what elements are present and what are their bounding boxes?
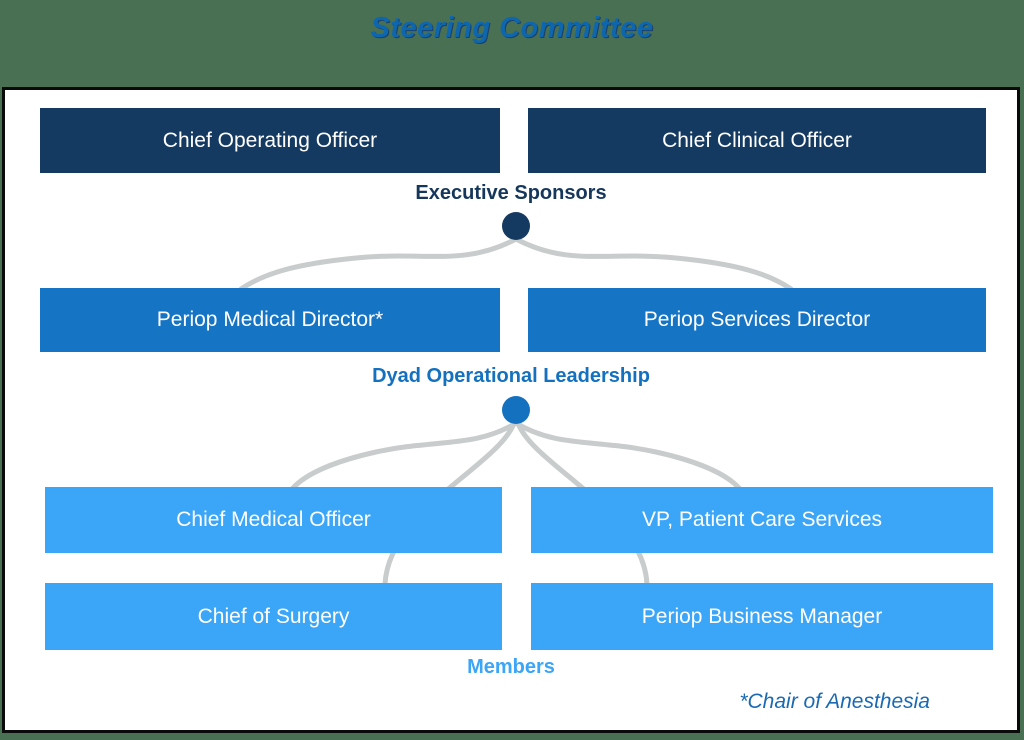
slide-title: Steering Committee	[370, 12, 654, 44]
org-box-periop-business-manager: Periop Business Manager	[531, 583, 993, 650]
org-box-label: Periop Medical Director*	[156, 308, 384, 331]
executive-sponsors-node	[502, 212, 530, 240]
label-members: Members	[467, 656, 555, 678]
connector-exec-right	[513, 236, 794, 292]
org-box-label: Chief Clinical Officer	[662, 128, 852, 152]
org-box-label: Chief Medical Officer	[176, 508, 371, 531]
org-box-label: Chief Operating Officer	[162, 128, 378, 152]
org-box-vp-patient-care-services: VP, Patient Care Services	[531, 487, 993, 553]
org-box-periop-services-director: Periop Services Director	[528, 288, 986, 352]
org-box-chief-medical-officer: Chief Medical Officer	[45, 487, 502, 553]
label-dyad-operational-leadership: Dyad Operational Leadership	[372, 365, 650, 387]
footnote-chair-of-anesthesia: *Chair of Anesthesia	[739, 690, 930, 713]
org-box-label: Periop Services Director	[643, 308, 871, 331]
org-box-label: Chief of Surgery	[197, 604, 350, 628]
org-box-label: Periop Business Manager	[641, 604, 883, 628]
org-chart-panel: Chief Operating Officer Chief Clinical O…	[2, 87, 1020, 733]
org-box-label: VP, Patient Care Services	[641, 508, 883, 531]
org-box-periop-medical-director: Periop Medical Director*	[40, 288, 500, 352]
label-executive-sponsors: Executive Sponsors	[415, 182, 607, 204]
org-box-chief-clinical-officer: Chief Clinical Officer	[528, 108, 986, 173]
connector-dyad-outer-left	[290, 420, 519, 491]
org-box-chief-of-surgery: Chief of Surgery	[45, 583, 502, 650]
connector-dyad-outer-right	[513, 420, 742, 491]
dyad-leadership-node	[502, 396, 530, 424]
org-box-chief-operating-officer: Chief Operating Officer	[40, 108, 500, 173]
connector-exec-left	[238, 236, 519, 292]
